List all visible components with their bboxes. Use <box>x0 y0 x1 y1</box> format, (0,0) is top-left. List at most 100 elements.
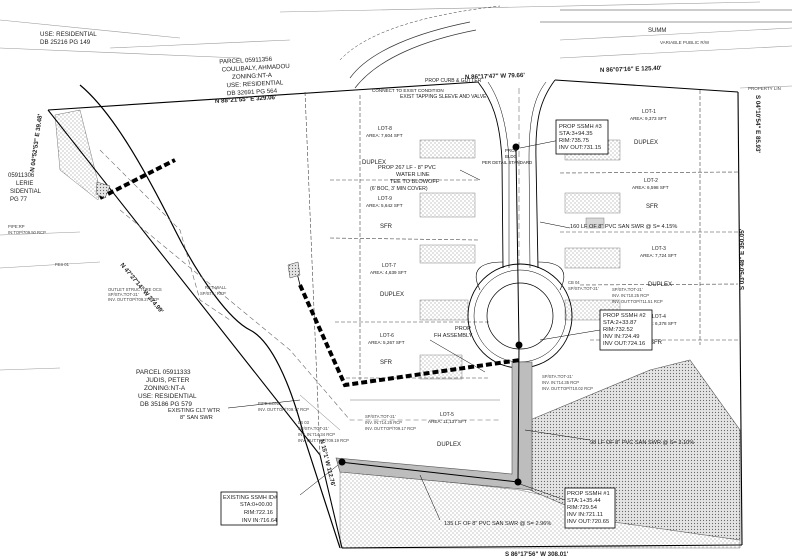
lot-9: LOT-9 AREA: 5,642 SFT SFR <box>366 196 403 230</box>
lot-5: LOT-5 AREA: 11,137 SFT DUPLEX <box>428 412 467 448</box>
pipe-note: PIPE:RP IN:TOP/709.50 RCP <box>8 224 46 235</box>
svg-text:INV IN:716.64: INV IN:716.64 <box>242 518 277 524</box>
parcel-north-number: PARCEL 05911356 <box>219 56 273 66</box>
svg-text:OUTLET STRUCTURE OCS: OUTLET STRUCTURE OCS <box>108 287 162 292</box>
parcel-southwest-use: USE: RESIDENTIAL <box>138 393 197 400</box>
svg-text:INV OUT:720.65: INV OUT:720.65 <box>567 519 609 525</box>
svg-text:SP/STA: RCP: SP/STA: RCP <box>200 291 226 296</box>
svg-text:INV. IN:714.35 RCP: INV. IN:714.35 RCP <box>542 380 579 385</box>
svg-text:INV. IN:714.34 RCP: INV. IN:714.34 RCP <box>298 432 335 437</box>
svg-text:SP/STA:TOT-21': SP/STA:TOT-21' <box>612 287 643 292</box>
parcel-west-deed: PG 77 <box>10 197 28 203</box>
manhole-mh1: PROP SSMH #1 STA:1+35.44 RIM:729.54 INV … <box>564 487 616 529</box>
svg-text:IN:TOP/709.50 RCP: IN:TOP/709.50 RCP <box>8 230 46 235</box>
lot-6: LOT-6 AREA: 5,267 SFT SFR <box>368 333 405 366</box>
svg-text:SFR: SFR <box>380 360 393 366</box>
lot-labels: LOT-8 AREA: 7,604 SFT DUPLEX LOT-9 AREA:… <box>362 109 677 448</box>
parcel-west-label: 05911306 LERIE SIDENTIAL PG 77 <box>8 173 42 203</box>
lot-3: LOT-3 AREA: 7,724 SFT DUPLEX <box>640 246 677 288</box>
street-row-label: VARIABLE PUBLIC R/W <box>660 40 710 45</box>
sewer-160-note: 160 LF OF 8" PVC SAN SWR @ S= 4.15% <box>570 224 677 230</box>
bearing-west-lower: N 15°1' W 112.76' <box>318 439 336 488</box>
svg-text:STA:3+94.35: STA:3+94.35 <box>559 131 593 137</box>
sanitary-sewer <box>338 143 523 486</box>
svg-text:AREA: 4,639 SFT: AREA: 4,639 SFT <box>370 270 407 275</box>
lot-2: LOT-2 AREA: 6,598 SFT SFR <box>632 178 669 210</box>
svg-text:INV IN:721.11: INV IN:721.11 <box>567 512 603 518</box>
svg-text:BLDG: BLDG <box>505 154 518 159</box>
svg-text:PROP 267 LF - 8" PVC: PROP 267 LF - 8" PVC <box>378 165 436 171</box>
pipe-center-note: SP/STA:TOT-21' INV. IN:714.25 RCP INV. O… <box>365 414 416 431</box>
svg-text:WATER LINE: WATER LINE <box>396 172 430 178</box>
svg-text:(6' BOC, 3' MIN COVER): (6' BOC, 3' MIN COVER) <box>370 186 428 192</box>
svg-text:INV. OUT:TOP/709.17 RCP: INV. OUT:TOP/709.17 RCP <box>365 426 416 431</box>
svg-text:LOT-4: LOT-4 <box>652 314 666 320</box>
road-culdesac <box>335 79 573 491</box>
parcel-top-deed: DB 25216 PG 149 <box>40 39 91 46</box>
bearing-north-east-1: N 86°17'47" W 79.66' <box>465 72 526 81</box>
svg-text:PROP SSMH #2: PROP SSMH #2 <box>603 313 646 319</box>
bearing-north: N 88°21'55" E 329.06' <box>215 94 278 105</box>
svg-text:INV OUT:731.15: INV OUT:731.15 <box>559 145 601 151</box>
outlet-note: OUTLET STRUCTURE OCS SP/STA:TOT-21' INV.… <box>108 287 162 302</box>
utility-lines <box>79 84 500 549</box>
svg-text:SP/STA:TOT-21': SP/STA:TOT-21' <box>365 414 396 419</box>
lot-4: LOT-4 AREA: 6,378 SFT SFR <box>640 314 677 346</box>
parcel-southwest-owner: JUDIS, PETER <box>146 377 190 384</box>
svg-text:SP/STA:TOT-21': SP/STA:TOT-21' <box>108 292 139 297</box>
svg-text:RET. WALL: RET. WALL <box>205 285 227 290</box>
parcel-southwest-deed: DB 35186 PG 579 <box>140 401 192 408</box>
curb-gutter-label: PROP CURB & GUTTER <box>425 78 482 84</box>
bearing-east-upper: S 04°10'54" E 85.93' <box>754 95 761 153</box>
parcel-top-label: USE: RESIDENTIAL DB 25216 PG 149 <box>40 31 97 46</box>
parcel-west-number: 05911306 <box>8 173 35 179</box>
property-line-label: PROPERTY LIN <box>748 86 781 91</box>
svg-text:AREA: 5,642 SFT: AREA: 5,642 SFT <box>366 203 403 208</box>
existing-sewer-note: EXISTING CLT WTR 8" SAN SWR <box>168 408 220 421</box>
parcel-top-use: USE: RESIDENTIAL <box>40 31 97 38</box>
fes-note: FES 01 <box>55 262 70 267</box>
svg-text:PROP: PROP <box>455 326 471 332</box>
bearing-south: S 86°17'56" W 308.01' <box>505 551 569 558</box>
svg-text:INV. OUT:TOP/709.27 RCP: INV. OUT:TOP/709.27 RCP <box>108 297 159 302</box>
pipe-mid-note: PIPE:CONC INV. OUT:TOP/709.77 RCP <box>258 401 309 412</box>
svg-text:SP/STA:TOT-21': SP/STA:TOT-21' <box>568 286 599 291</box>
svg-text:LOT-6: LOT-6 <box>380 333 394 339</box>
storm-ne-note: CB 04 SP/STA:TOT-21' <box>568 280 599 291</box>
context-lines <box>0 1 792 371</box>
street-name-fragment: SUMM <box>648 28 666 34</box>
svg-text:SFR: SFR <box>380 224 393 230</box>
svg-text:INV. OUT:TOP/710.02 RCP: INV. OUT:TOP/710.02 RCP <box>542 386 593 391</box>
svg-text:DUPLEX: DUPLEX <box>634 140 658 146</box>
parcel-west-owner: LERIE <box>16 181 33 187</box>
svg-text:INV. OUT:TOP/709.77 RCP: INV. OUT:TOP/709.77 RCP <box>258 407 309 412</box>
svg-text:SP/STA:TOT-21': SP/STA:TOT-21' <box>298 426 329 431</box>
svg-text:AREA: 6,378 SFT: AREA: 6,378 SFT <box>640 321 677 326</box>
svg-text:DUPLEX: DUPLEX <box>437 442 461 448</box>
ret-wall-note: RET. WALL SP/STA: RCP <box>200 285 227 296</box>
svg-text:AREA: 5,267 SFT: AREA: 5,267 SFT <box>368 340 405 345</box>
svg-text:STA:2+33.87: STA:2+33.87 <box>603 320 637 326</box>
manhole-existing: EXISTING SSMH ID# STA:0+00.00 RIM:722.16… <box>220 491 278 526</box>
parcel-north-label: PARCEL 05911356 COULIBALY, AHMADOU ZONIN… <box>219 56 290 97</box>
storm-right-note: SP/STA:TOT-21' INV. IN:710.25 RCP INV. O… <box>612 287 663 304</box>
svg-text:LOT-9: LOT-9 <box>378 196 392 202</box>
sewer-98-note: 98 LF OF 8" PVC SAN SWR @ S= 3.10% <box>590 440 694 446</box>
svg-text:AREA: 7,604 SFT: AREA: 7,604 SFT <box>366 133 403 138</box>
property-boundary <box>47 79 743 549</box>
parcel-southwest-zoning: ZONING:NT-A <box>144 385 186 392</box>
sewer-135-note: 135 LF OF 8" PVC SAN SWR @ S= 2.96% <box>444 521 551 527</box>
svg-text:INV OUT:724.16: INV OUT:724.16 <box>603 341 645 347</box>
bearing-east-lower: S 03°50'48" E 350.05' <box>739 228 746 290</box>
svg-text:AREA: 9,373 SFT: AREA: 9,373 SFT <box>630 116 667 121</box>
parcel-southwest-number: PARCEL 05911333 <box>136 369 191 376</box>
svg-text:INV. IN:714.25 RCP: INV. IN:714.25 RCP <box>365 420 402 425</box>
tapping-sleeve-label: EXIST TAPPING SLEEVE AND VALVE <box>400 94 487 100</box>
svg-text:SFR: SFR <box>646 204 659 210</box>
svg-text:LOT-8: LOT-8 <box>378 126 392 132</box>
svg-text:AREA: 6,598 SFT: AREA: 6,598 SFT <box>632 185 669 190</box>
svg-text:LOT-3: LOT-3 <box>652 246 666 252</box>
svg-text:FH ASSEMBLY: FH ASSEMBLY <box>434 333 473 339</box>
water-line <box>95 158 521 388</box>
